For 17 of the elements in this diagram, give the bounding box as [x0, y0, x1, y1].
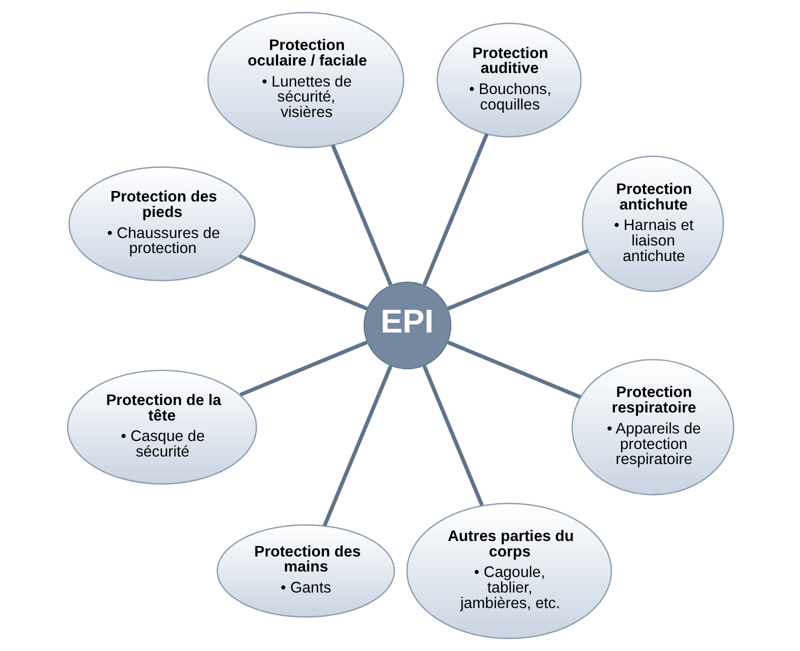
node-ellipse: Autres parties du corps • Cagoule, tablier, jambières, etc. [406, 502, 612, 640]
connector [422, 365, 484, 506]
connector [239, 340, 368, 396]
node-circle: Protection antichute • Harnais et liaison antichute [581, 156, 724, 292]
node-ellipse: Protection de la tête • Casque de sécurité [66, 370, 257, 485]
node-ellipse: Protection auditive • Bouchons, coquilles [436, 22, 582, 138]
node-circle: EPI [363, 282, 451, 370]
connector [330, 144, 392, 286]
node-ellipse: Protection des mains • Gants [216, 524, 395, 618]
connector [446, 340, 581, 399]
connector [322, 365, 392, 526]
node-ellipse: Protection des pieds • Chaussures de protection [68, 166, 256, 282]
node-ellipse: Protection oculaire / faciale • Lunettes de sécurité, visières [206, 12, 404, 148]
connector [422, 133, 488, 286]
node-ellipse: Protection respiratoire • Appareils de protection respiratoire [571, 359, 734, 496]
connector [238, 254, 368, 310]
connector [446, 249, 588, 310]
